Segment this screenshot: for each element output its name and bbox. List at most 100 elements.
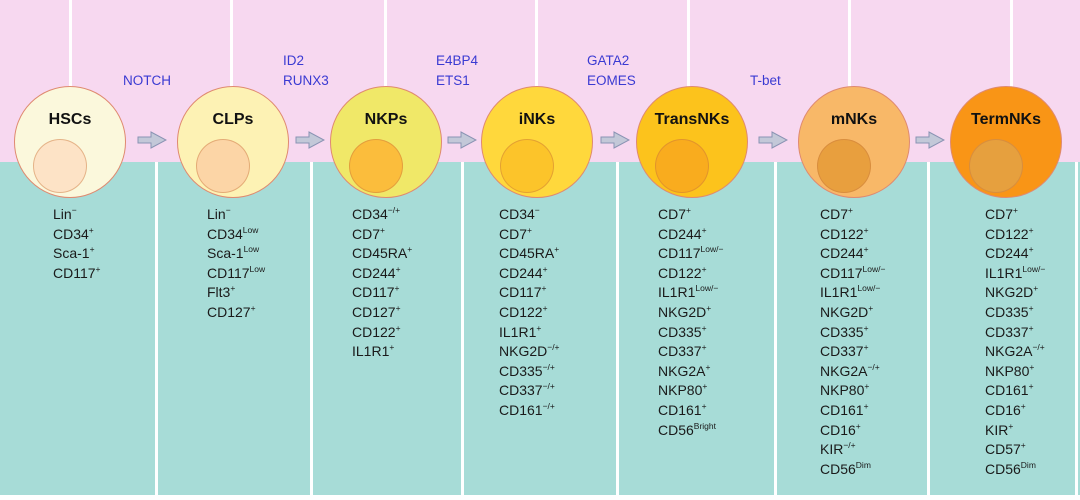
marker: CD335+ — [820, 323, 885, 343]
marker-expression: + — [1020, 440, 1026, 451]
marker: IL1R1Low/− — [985, 264, 1045, 284]
marker-expression: Low/− — [862, 263, 886, 274]
marker-expression: Dim — [1020, 459, 1036, 470]
marker-name: CD335 — [820, 323, 864, 340]
marker-name: CD337 — [985, 323, 1029, 340]
marker-expression: + — [1028, 224, 1034, 235]
nucleus-icon — [500, 139, 554, 193]
marker-expression: −/+ — [843, 440, 856, 451]
marker-list: Lin−CD34+Sca-1+CD117+ — [53, 205, 101, 283]
cell-name: NKPs — [364, 111, 408, 128]
divider-line — [461, 162, 464, 495]
marker-name: CD56 — [985, 460, 1021, 477]
nucleus-icon — [196, 139, 250, 193]
nucleus-icon — [33, 139, 87, 193]
marker: CD34+ — [53, 225, 101, 245]
marker-expression: + — [701, 322, 707, 333]
marker-name: NKG2A — [985, 343, 1033, 360]
marker-name: Sca-1 — [207, 245, 244, 262]
factor-name: GATA2 — [587, 53, 630, 68]
marker-expression: + — [389, 342, 395, 353]
marker-name: CD45RA — [352, 245, 408, 262]
cell-name: iNKs — [518, 111, 556, 128]
marker: CD337−/+ — [499, 381, 560, 401]
marker-name: NKP80 — [658, 382, 703, 399]
marker: CD117Low/− — [658, 244, 723, 264]
marker: CD45RA+ — [352, 244, 412, 264]
marker: CD161+ — [658, 401, 723, 421]
marker-name: CD34 — [499, 206, 535, 222]
factor-name: E4BP4 — [436, 53, 479, 68]
marker: CD244+ — [499, 264, 560, 284]
marker-name: CD34 — [207, 225, 243, 242]
marker-list: CD34−/+CD7+CD45RA+CD244+CD117+CD127+CD12… — [352, 205, 412, 362]
marker-name: NKG2D — [658, 303, 707, 320]
marker: CD117+ — [53, 264, 101, 284]
factor-name: RUNX3 — [283, 73, 329, 88]
marker-name: NKG2A — [658, 362, 706, 379]
marker-name: CD56 — [820, 460, 856, 477]
marker-name: CD117 — [820, 264, 863, 281]
bottom-band — [0, 162, 1080, 495]
marker: CD337+ — [985, 323, 1045, 343]
marker-name: CD7 — [499, 225, 528, 242]
marker-expression: + — [1029, 361, 1035, 372]
marker-expression: + — [542, 263, 548, 274]
marker-expression: + — [1028, 244, 1034, 255]
marker: CD122+ — [658, 264, 723, 284]
nucleus-icon — [817, 139, 871, 193]
divider-line — [384, 0, 387, 162]
marker-expression: + — [863, 224, 869, 235]
factor-name: T-bet — [750, 73, 781, 88]
nucleus-icon — [655, 139, 709, 193]
divider-line — [687, 0, 690, 162]
marker-name: CD117 — [207, 264, 250, 281]
marker-list: CD34−CD7+CD45RA+CD244+CD117+CD122+IL1R1+… — [499, 205, 560, 421]
marker-name: CD244 — [499, 264, 543, 281]
marker-name: CD122 — [820, 225, 864, 242]
marker: NKP80+ — [985, 362, 1045, 382]
marker-name: CD335 — [985, 303, 1029, 320]
marker-expression: + — [541, 283, 547, 294]
marker: CD335−/+ — [499, 362, 560, 382]
marker: Lin− — [207, 205, 265, 225]
marker-list: CD7+CD122+CD244+IL1R1Low/−NKG2D+CD335+CD… — [985, 205, 1045, 479]
marker-name: NKG2D — [985, 284, 1034, 301]
marker-name: CD161 — [658, 401, 702, 418]
marker-expression: + — [95, 263, 101, 274]
marker: CD117Low/− — [820, 264, 885, 284]
marker-list: CD7+CD122+CD244+CD117Low/−IL1R1Low/−NKG2… — [820, 205, 885, 479]
marker-expression: −/+ — [547, 342, 560, 353]
divider-line — [310, 162, 313, 495]
cell-clps: CLPs — [177, 86, 289, 198]
marker-name: CD34 — [352, 206, 388, 222]
arrow-right-icon — [758, 130, 789, 150]
marker: IL1R1+ — [352, 342, 412, 362]
marker-name: CD122 — [352, 323, 396, 340]
marker-name: CD16 — [985, 401, 1021, 418]
divider-line — [848, 0, 851, 162]
marker-expression: + — [855, 420, 861, 431]
marker: CD7+ — [985, 205, 1045, 225]
marker-expression: Bright — [693, 420, 717, 431]
marker: NKG2D−/+ — [499, 342, 560, 362]
marker-expression: − — [534, 205, 540, 215]
marker: NKG2D+ — [985, 283, 1045, 303]
marker-expression: + — [1008, 420, 1014, 431]
marker: CD244+ — [820, 244, 885, 264]
marker: CD335+ — [658, 323, 723, 343]
marker-name: CD34 — [53, 225, 89, 242]
marker-name: NKP80 — [985, 362, 1030, 379]
marker-expression: Dim — [855, 459, 871, 470]
marker-expression: −/+ — [542, 400, 555, 411]
marker-expression: + — [863, 322, 869, 333]
marker-name: CD7 — [658, 206, 687, 222]
marker-name: CD122 — [499, 303, 543, 320]
marker-expression: Low — [249, 263, 266, 274]
marker-expression: + — [1028, 302, 1034, 313]
marker-expression: + — [863, 244, 869, 255]
marker: CD117+ — [352, 283, 412, 303]
marker-name: NKP80 — [820, 382, 865, 399]
